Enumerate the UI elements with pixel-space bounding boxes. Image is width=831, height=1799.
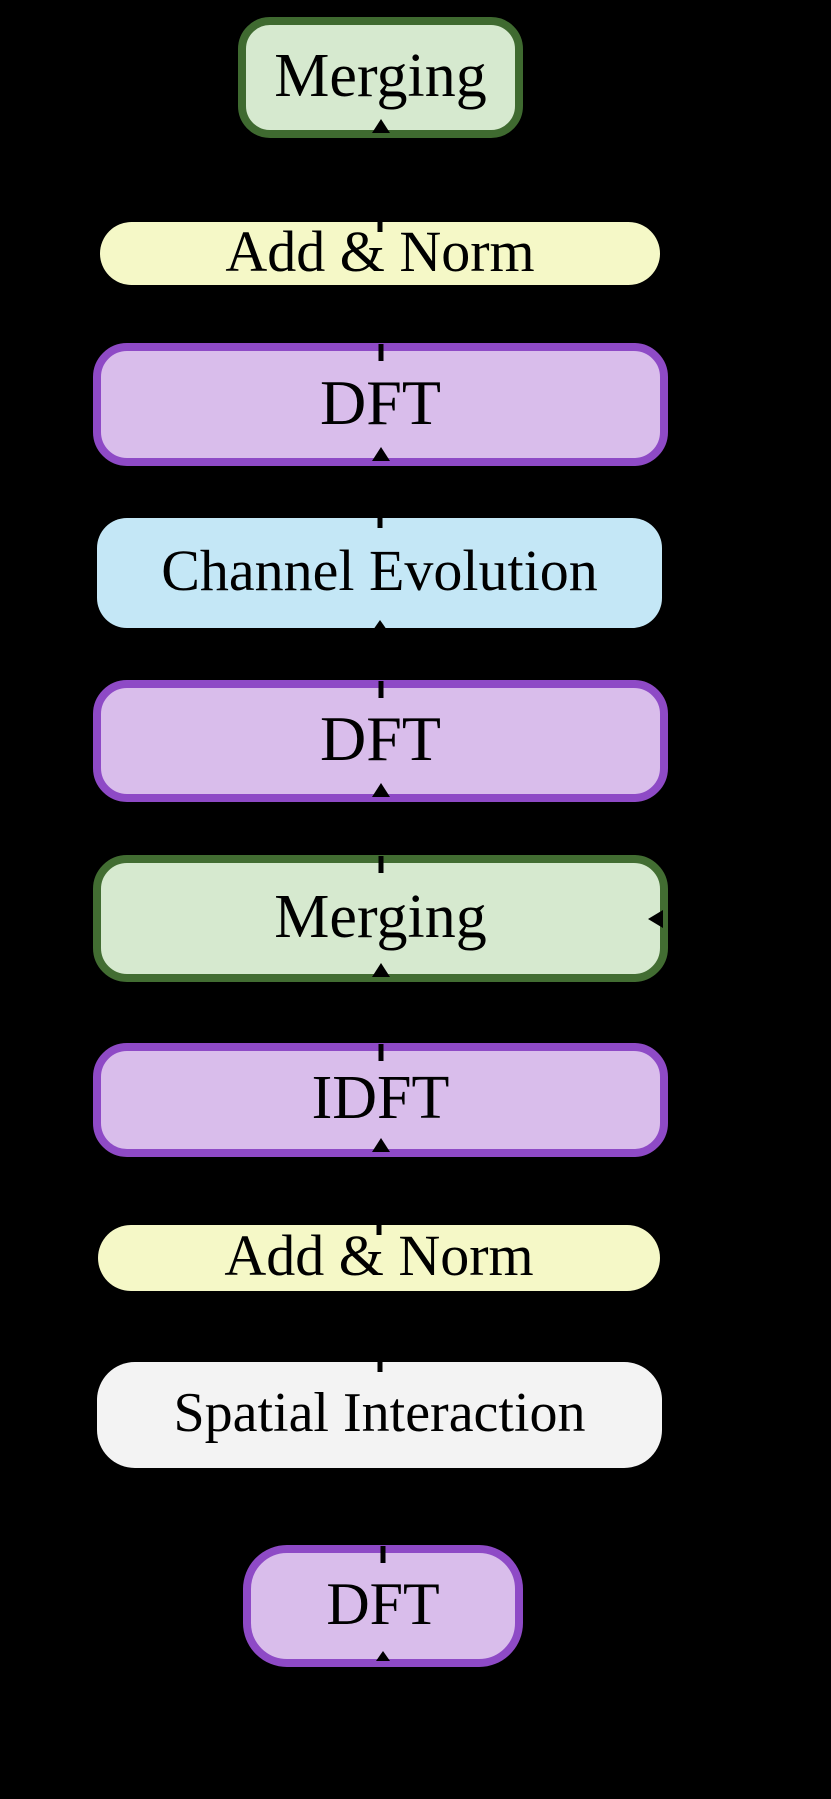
node-merging-2: Merging — [93, 855, 668, 982]
node-label: Channel Evolution — [161, 538, 598, 603]
node-label: Merging — [274, 882, 487, 951]
connector-tick — [377, 1355, 382, 1372]
arrowhead-notch-right — [648, 909, 663, 928]
node-label: DFT — [320, 366, 441, 438]
connector-tick — [377, 215, 383, 232]
arrowhead-notch — [371, 119, 390, 133]
arrowhead-notch — [371, 783, 390, 797]
node-label: Spatial Interaction — [173, 1382, 586, 1444]
connector-tick — [378, 856, 383, 873]
arrowhead-notch — [371, 447, 390, 461]
connector-tick — [378, 1044, 383, 1061]
node-label: DFT — [320, 703, 441, 774]
arrowhead-notch — [376, 1651, 390, 1661]
arrowhead-notch — [372, 620, 387, 630]
connector-tick — [380, 1546, 386, 1563]
node-add-norm-2: Add & Norm — [98, 1218, 660, 1291]
node-label: Add & Norm — [225, 218, 535, 284]
node-idft: IDFT — [93, 1043, 668, 1157]
connector-tick — [376, 1218, 382, 1235]
connector-tick — [377, 511, 382, 528]
node-label: IDFT — [311, 1064, 450, 1132]
node-merging-1: Merging — [238, 17, 523, 138]
node-dft-2: DFT — [93, 680, 668, 802]
node-add-norm-1: Add & Norm — [100, 215, 660, 285]
arrowhead-notch — [371, 963, 390, 977]
arrowhead-notch — [371, 1138, 390, 1152]
node-dft-3: DFT — [243, 1545, 523, 1667]
node-label: Add & Norm — [224, 1223, 534, 1288]
node-spatial-interaction: Spatial Interaction — [97, 1355, 662, 1468]
connector-tick — [378, 344, 383, 361]
node-label: DFT — [326, 1571, 440, 1637]
node-channel-evolution: Channel Evolution — [97, 511, 662, 630]
node-label: Merging — [274, 41, 487, 110]
connector-tick — [378, 681, 383, 698]
node-dft-1: DFT — [93, 343, 668, 466]
